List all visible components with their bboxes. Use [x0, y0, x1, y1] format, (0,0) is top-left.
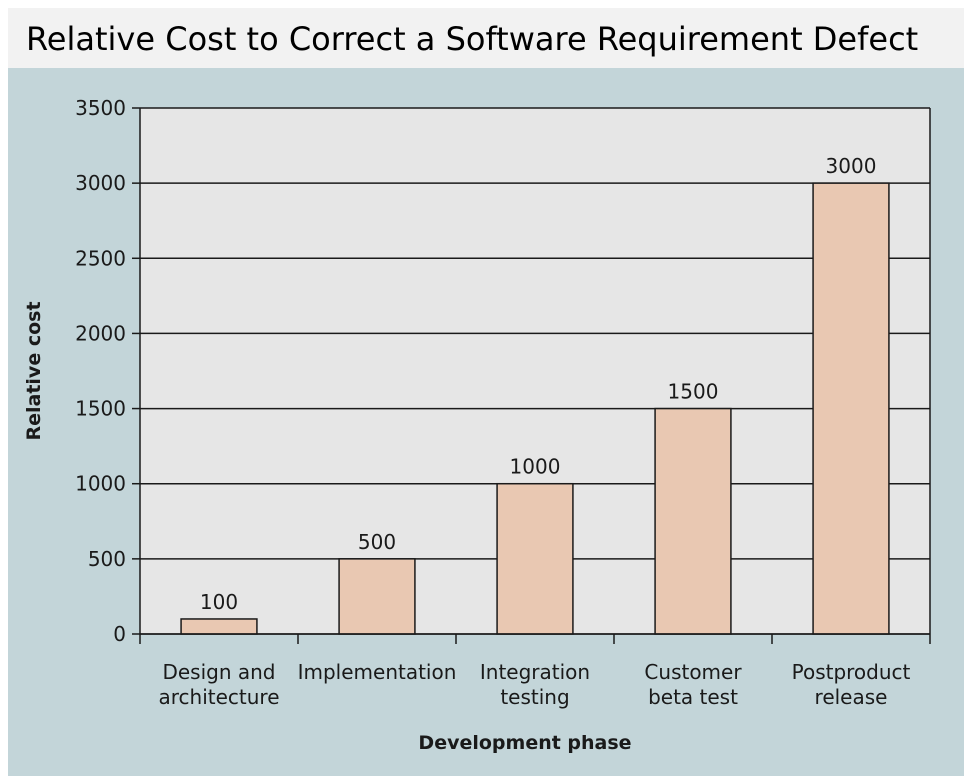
- y-axis-label: Relative cost: [23, 301, 45, 440]
- data-labels: 100 500 1000 1500 3000: [200, 154, 877, 614]
- y-tick-label: 2000: [75, 321, 126, 345]
- x-category-label-line: architecture: [158, 685, 279, 709]
- x-category-label: Implementation: [298, 660, 457, 684]
- bar: [338, 558, 416, 635]
- x-category-label-line: release: [815, 685, 888, 709]
- data-label: 1500: [668, 380, 719, 404]
- y-tick-label: 3500: [75, 96, 126, 120]
- x-category-label-line: Postproduct: [792, 660, 911, 684]
- x-category-label-line: testing: [500, 685, 569, 709]
- x-category-label-line: Implementation: [298, 660, 457, 684]
- y-tick-label: 2500: [75, 246, 126, 270]
- data-label: 3000: [826, 154, 877, 178]
- x-category-label-line: Customer: [644, 660, 742, 684]
- axes: [132, 107, 931, 644]
- y-tick-label: 1000: [75, 472, 126, 496]
- y-tick-label: 500: [88, 547, 126, 571]
- title-bar: Relative Cost to Correct a Software Requ…: [8, 8, 964, 68]
- y-tick-label: 1500: [75, 397, 126, 421]
- x-category-label-line: Design and: [162, 660, 275, 684]
- y-tick-labels: 0 500 1000 1500 2000 2500 3000 3500: [75, 96, 126, 646]
- bar: [496, 482, 574, 635]
- data-label: 1000: [510, 455, 561, 479]
- bars: [180, 182, 890, 635]
- y-tick-label: 0: [113, 622, 126, 646]
- x-category-label-line: Integration: [480, 660, 590, 684]
- data-label: 500: [358, 530, 396, 554]
- y-tick-label: 3000: [75, 171, 126, 195]
- bar: [180, 618, 258, 635]
- chart-title: Relative Cost to Correct a Software Requ…: [26, 20, 919, 58]
- bar: [654, 407, 732, 635]
- x-category-label-line: beta test: [648, 685, 738, 709]
- data-label: 100: [200, 590, 238, 614]
- bar: [812, 182, 890, 635]
- x-axis-label: Development phase: [418, 732, 631, 754]
